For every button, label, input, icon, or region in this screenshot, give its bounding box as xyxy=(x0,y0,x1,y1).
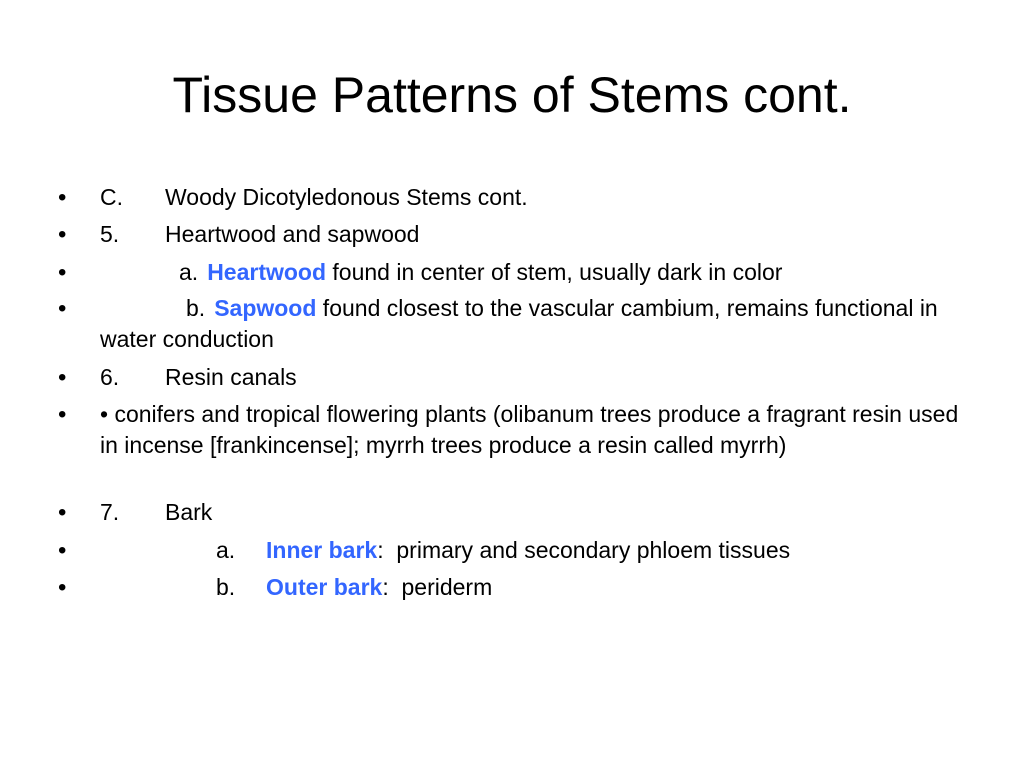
list-item: 6. Resin canals xyxy=(100,362,980,393)
bullet-icon: • xyxy=(58,184,67,211)
item-text: : periderm xyxy=(382,574,493,600)
item-number: b. xyxy=(186,295,206,321)
item-number: 5. xyxy=(100,221,120,247)
item-text: Woody Dicotyledonous Stems cont. xyxy=(165,184,528,210)
bullet-icon: • xyxy=(58,221,67,248)
item-text: Heartwood and sapwood xyxy=(165,221,420,247)
item-text: Bark xyxy=(165,499,213,525)
item-number: a. xyxy=(216,537,236,563)
item-text: found closest to the vascular cambium, r… xyxy=(100,295,938,352)
item-number: C. xyxy=(100,184,123,210)
list-item: C. Woody Dicotyledonous Stems cont. xyxy=(100,182,980,213)
bullet-icon: • xyxy=(58,499,67,526)
bullet-icon: • xyxy=(58,364,67,391)
bullet-icon: • xyxy=(58,401,67,428)
item-text: found in center of stem, usually dark in… xyxy=(326,259,783,285)
sapwood-term: Sapwood xyxy=(214,295,317,321)
list-item: b. Sapwood found closest to the vascular … xyxy=(100,293,980,355)
slide-title: Tissue Patterns of Stems cont. xyxy=(172,67,852,123)
item-number: 7. xyxy=(100,499,120,525)
list-item: b. Outer bark: periderm xyxy=(100,572,980,603)
item-number: 6. xyxy=(100,364,120,390)
list-item: • conifers and tropical flowering plants… xyxy=(100,399,980,461)
item-text: Resin canals xyxy=(165,364,297,390)
item-text: • conifers and tropical flowering plants… xyxy=(100,401,959,458)
list-item: a. Inner bark: primary and secondary phlo… xyxy=(100,535,980,566)
item-number: a. xyxy=(179,259,199,285)
bullet-icon: • xyxy=(58,259,67,286)
list-item: 7. Bark xyxy=(100,497,980,528)
item-text: : primary and secondary phloem tissues xyxy=(377,537,791,563)
list-item: a. Heartwood found in center of stem, usu… xyxy=(100,257,980,288)
item-number: b. xyxy=(216,574,236,600)
outer-bark-term: Outer bark xyxy=(266,574,383,600)
list-item: 5. Heartwood and sapwood xyxy=(100,219,980,250)
bullet-icon: • xyxy=(58,574,67,601)
bullet-icon: • xyxy=(58,295,67,322)
heartwood-term: Heartwood xyxy=(207,259,327,285)
inner-bark-term: Inner bark xyxy=(266,537,378,563)
bullet-icon: • xyxy=(58,537,67,564)
